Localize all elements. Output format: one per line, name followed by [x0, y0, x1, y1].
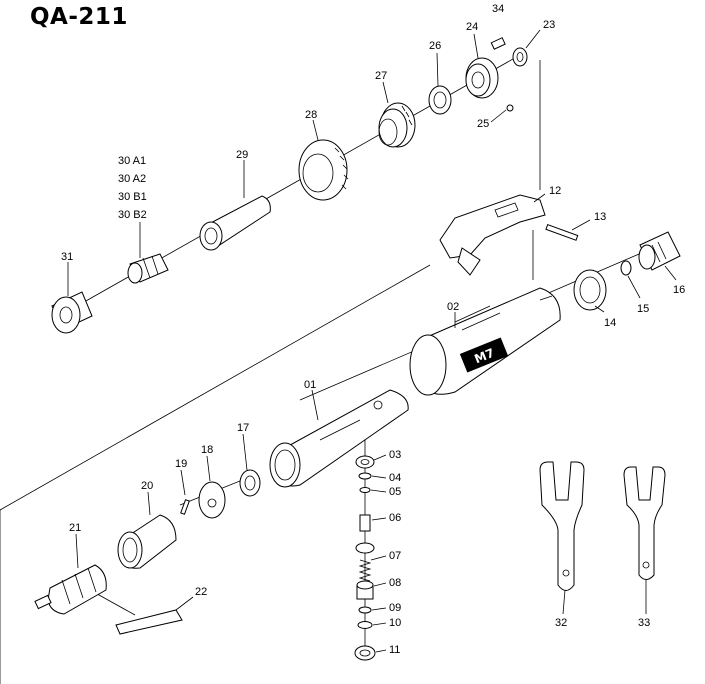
part-28-lock-ring [298, 139, 349, 201]
label-09: 09 [389, 602, 401, 614]
label-07: 07 [389, 550, 401, 562]
part-08-valve-body [356, 580, 374, 600]
part-34-pin [490, 37, 506, 50]
part-32-wrench [539, 461, 585, 591]
label-28: 28 [305, 109, 317, 121]
label-13: 13 [594, 211, 606, 223]
part-09-o-ring [358, 606, 372, 614]
part-20-cylinder [117, 514, 177, 569]
label-30b2: 30 B2 [118, 209, 147, 221]
part-30-collet [127, 253, 169, 284]
part-12-throttle-lever [439, 194, 546, 276]
label-19: 19 [175, 458, 187, 470]
part-11-valve-cap [354, 645, 376, 661]
label-04: 04 [389, 472, 401, 484]
part-03-valve-seat [355, 455, 375, 469]
label-18: 18 [201, 444, 213, 456]
part-13-lever-pin [545, 224, 579, 241]
part-22-rotor-blade [115, 609, 183, 635]
part-19-pin [180, 499, 190, 515]
diagram-title: QA-211 [30, 4, 128, 30]
part-16-air-inlet [638, 231, 681, 271]
label-29: 29 [236, 149, 248, 161]
label-03: 03 [389, 449, 401, 461]
part-07-spring [358, 559, 372, 582]
label-22: 22 [195, 586, 207, 598]
part-27-threaded-collar [378, 102, 416, 148]
part-05-o-ring [359, 487, 371, 493]
label-01: 01 [304, 379, 316, 391]
label-27: 27 [375, 70, 387, 82]
label-20: 20 [141, 480, 153, 492]
label-21: 21 [69, 522, 81, 534]
label-12: 12 [549, 185, 561, 197]
label-11: 11 [389, 644, 400, 656]
part-04-o-ring [358, 472, 372, 480]
label-33: 33 [638, 617, 650, 629]
part-24-bearing-housing [465, 57, 499, 99]
part-labels: 01 02 03 04 05 06 07 08 09 10 11 12 13 1… [61, 3, 685, 656]
leader-lines [67, 29, 677, 653]
label-32: 32 [555, 617, 567, 629]
label-08: 08 [389, 577, 401, 589]
label-10: 10 [389, 617, 401, 629]
label-02: 02 [447, 301, 459, 313]
label-17: 17 [237, 422, 249, 434]
label-06: 06 [389, 512, 401, 524]
label-30a1: 30 A1 [118, 155, 146, 167]
part-26-bearing [428, 85, 452, 115]
part-14-bearing [573, 269, 607, 311]
label-30a2: 30 A2 [118, 173, 146, 185]
label-34: 34 [492, 3, 504, 15]
part-21-rotor [34, 564, 107, 615]
label-15: 15 [637, 303, 649, 315]
label-31: 31 [61, 251, 73, 263]
part-15-o-ring [620, 260, 632, 276]
label-14: 14 [604, 317, 616, 329]
label-25: 25 [477, 118, 489, 130]
part-17-bearing [239, 469, 261, 497]
label-16: 16 [673, 284, 685, 296]
part-06-valve-stem [355, 514, 375, 554]
part-25-ball [506, 104, 514, 112]
label-24: 24 [466, 21, 478, 33]
part-18-end-plate [198, 481, 226, 519]
part-01-motor-housing [269, 389, 409, 488]
label-23: 23 [543, 19, 555, 31]
part-02-handle-grip: M7 [409, 287, 561, 396]
part-29-spindle [199, 195, 271, 251]
part-23-bushing [512, 47, 528, 67]
label-26: 26 [429, 40, 441, 52]
label-05: 05 [389, 486, 401, 498]
part-10-o-ring [357, 621, 373, 629]
part-33-wrench [623, 466, 666, 580]
label-30b1: 30 B1 [118, 191, 147, 203]
part-31-collet-nut [51, 291, 93, 334]
